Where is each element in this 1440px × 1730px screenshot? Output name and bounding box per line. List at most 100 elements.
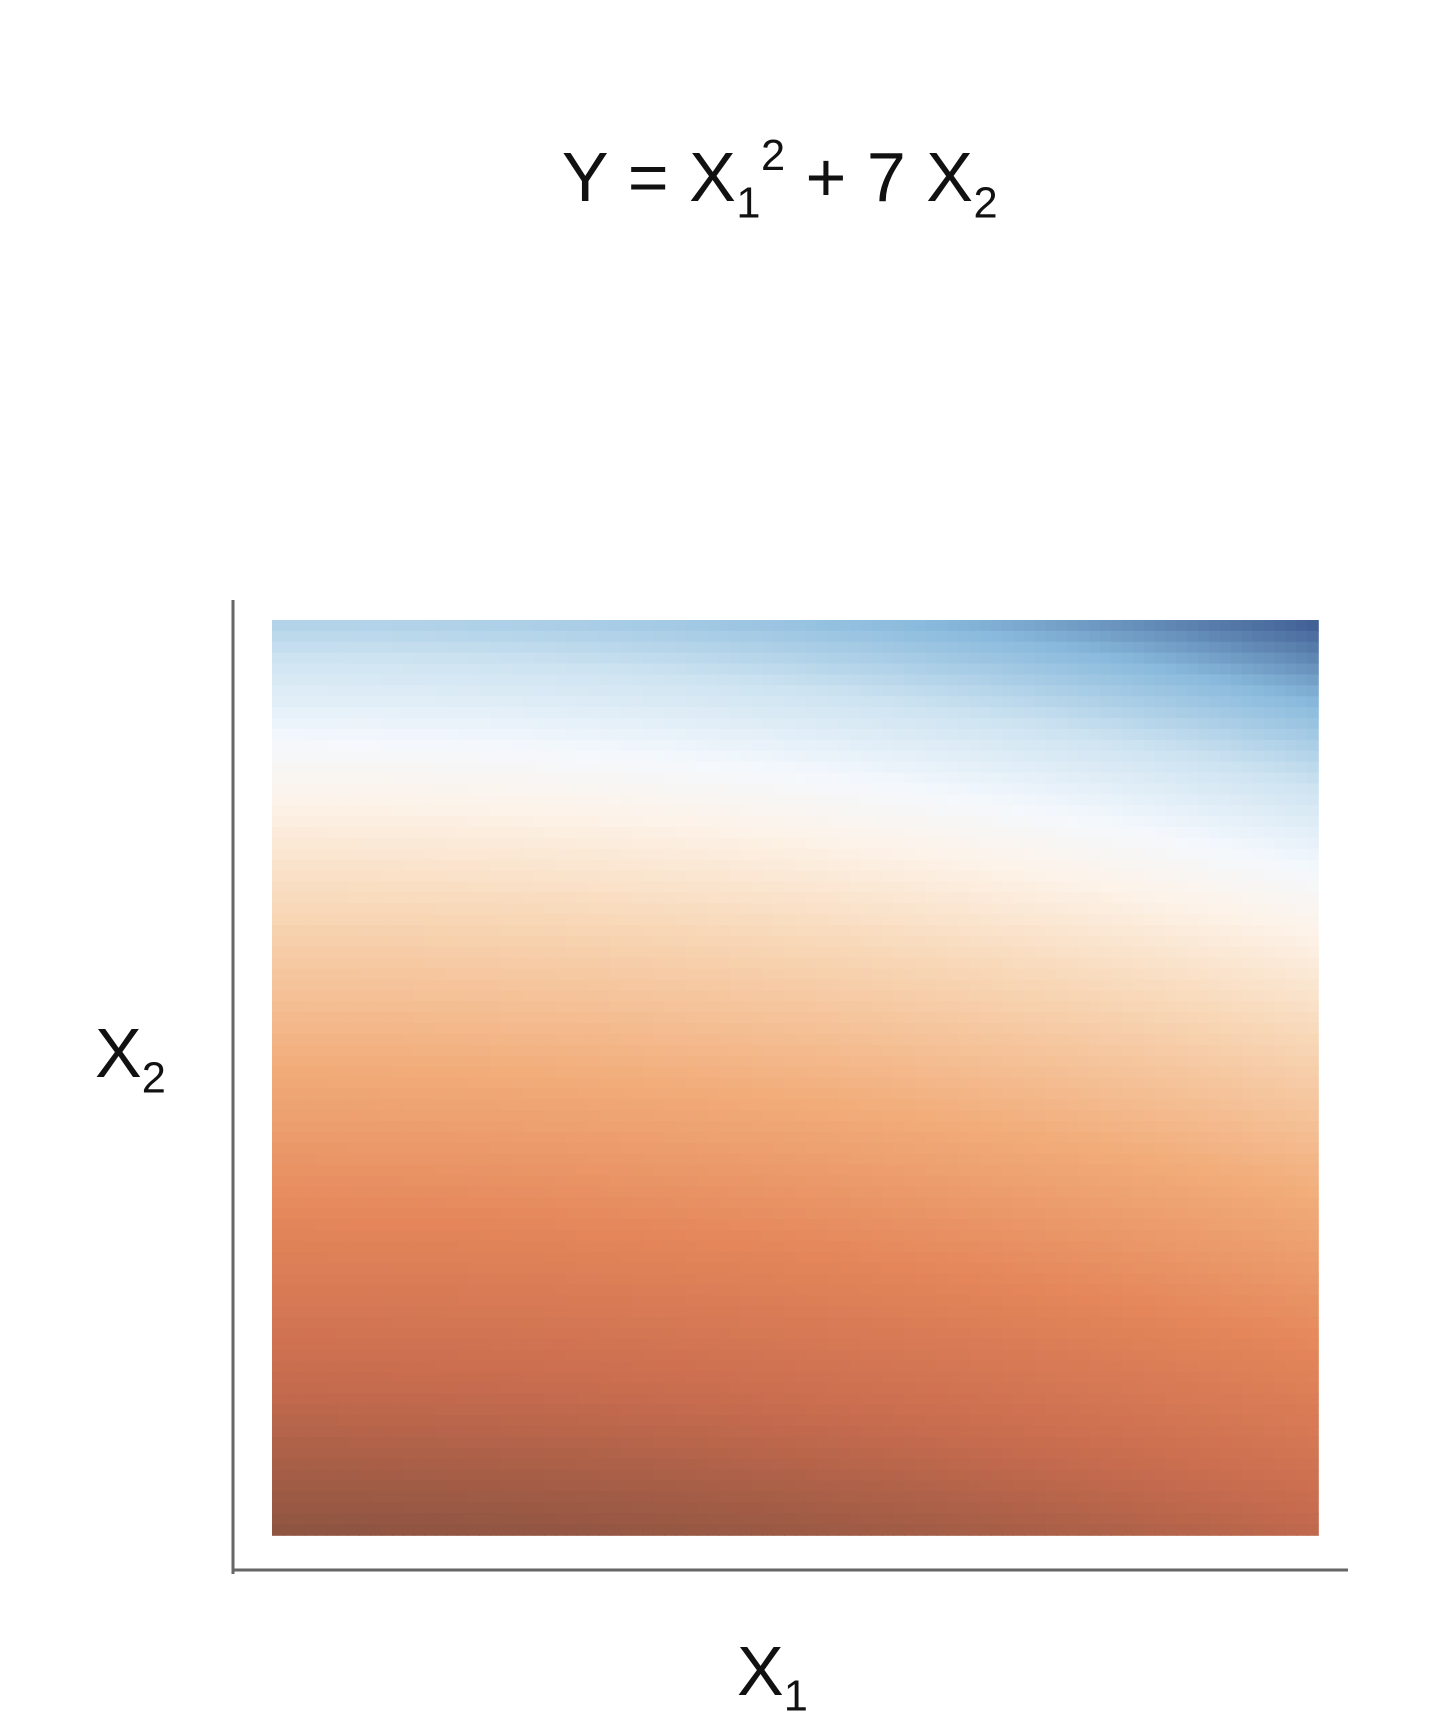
heatmap-cell <box>893 674 905 687</box>
heatmap-cell <box>936 663 949 676</box>
heatmap-cell <box>489 739 502 752</box>
heatmap-cell <box>489 1055 502 1068</box>
heatmap-cell <box>359 816 371 828</box>
heatmap-cell <box>380 870 393 883</box>
heatmap-cell <box>511 1153 524 1166</box>
heatmap-cell <box>489 674 502 687</box>
heatmap-cell <box>805 805 818 817</box>
heatmap-cell <box>533 794 546 806</box>
heatmap-cell <box>1132 674 1145 687</box>
heatmap-cell <box>816 979 829 992</box>
heatmap-cell <box>587 968 600 981</box>
heatmap-cell <box>391 1153 404 1166</box>
heatmap-cell <box>1252 652 1265 665</box>
heatmap-cell <box>860 1088 873 1101</box>
heatmap-cell <box>500 728 513 741</box>
heatmap-cell <box>653 696 666 708</box>
heatmap-cell <box>1143 620 1156 632</box>
heatmap-cell <box>1296 925 1308 937</box>
heatmap-cell <box>435 925 448 937</box>
heatmap-cell <box>751 663 764 676</box>
heatmap-cell <box>544 1175 557 1188</box>
heatmap-cell <box>947 881 960 894</box>
heatmap-cell <box>1089 990 1101 1003</box>
heatmap-cell <box>380 739 393 752</box>
heatmap-cell <box>587 925 600 937</box>
heatmap-cell <box>326 1164 339 1177</box>
heatmap-cell <box>500 1023 513 1035</box>
heatmap-cell <box>577 663 589 676</box>
heatmap-cell <box>903 1012 916 1024</box>
heatmap-cell <box>1132 848 1145 861</box>
heatmap-cell <box>969 816 982 828</box>
heatmap-cell <box>631 859 644 872</box>
heatmap-cell <box>446 674 459 687</box>
heatmap-cell <box>707 1012 720 1024</box>
heatmap-cell <box>947 805 960 817</box>
heatmap-cell <box>544 968 557 981</box>
heatmap-cell <box>914 1131 927 1144</box>
heatmap-cell <box>609 718 622 730</box>
heatmap-cell <box>882 1012 894 1024</box>
heatmap-cell <box>860 1153 873 1166</box>
heatmap-cell <box>489 1131 502 1144</box>
heatmap-cell <box>1263 1077 1276 1090</box>
heatmap-cell <box>326 826 339 839</box>
heatmap-cell <box>1132 1164 1145 1177</box>
heatmap-cell <box>936 685 949 698</box>
heatmap-cell <box>1230 1164 1243 1177</box>
heatmap-cell <box>838 848 851 861</box>
heatmap-cell <box>1154 870 1167 883</box>
heatmap-cell <box>326 946 339 959</box>
heatmap-cell <box>1012 772 1025 785</box>
heatmap-cell <box>446 772 459 785</box>
heatmap-cell <box>1154 620 1167 632</box>
heatmap-cell <box>675 728 687 741</box>
heatmap-cell <box>827 870 840 883</box>
heatmap-cell <box>849 837 862 850</box>
heatmap-cell <box>402 1142 415 1155</box>
heatmap-cell <box>577 903 589 915</box>
heatmap-cell <box>424 805 437 817</box>
heatmap-cell <box>784 630 796 643</box>
heatmap-cell <box>631 663 644 676</box>
heatmap-cell <box>751 1175 764 1188</box>
heatmap-cell <box>620 630 633 643</box>
heatmap-cell <box>1045 1044 1058 1057</box>
heatmap-cell <box>1241 816 1254 828</box>
heatmap-cell <box>882 826 894 839</box>
heatmap-cell <box>337 652 350 665</box>
heatmap-cell <box>348 1164 360 1177</box>
heatmap-cell <box>293 826 306 839</box>
heatmap-cell <box>566 1012 578 1024</box>
heatmap-cell <box>936 794 949 806</box>
heatmap-cell <box>686 630 698 643</box>
heatmap-cell <box>1263 620 1276 632</box>
heatmap-cell <box>533 1142 546 1155</box>
heatmap-cell <box>707 1110 720 1122</box>
heatmap-cell <box>1198 685 1210 698</box>
heatmap-cell <box>849 707 862 719</box>
heatmap-cell <box>1285 1153 1298 1166</box>
heatmap-cell <box>1121 1055 1134 1068</box>
heatmap-cell <box>1296 816 1308 828</box>
heatmap-cell <box>871 739 883 752</box>
heatmap-cell <box>1078 620 1090 632</box>
heatmap-cell <box>718 914 731 926</box>
heatmap-cell <box>642 674 655 687</box>
heatmap-cell <box>805 1055 818 1068</box>
heatmap-cell <box>729 718 742 730</box>
heatmap-cell <box>947 652 960 665</box>
heatmap-cell <box>1089 935 1101 948</box>
heatmap-cell <box>893 1077 905 1090</box>
heatmap-cell <box>370 1131 382 1144</box>
heatmap-cell <box>391 707 404 719</box>
heatmap-cell <box>827 1066 840 1079</box>
heatmap-cell <box>1121 641 1134 654</box>
heatmap-cell <box>1078 794 1090 806</box>
heatmap-cell <box>1274 903 1287 915</box>
heatmap-cell <box>1154 1164 1167 1177</box>
heatmap-cell <box>577 848 589 861</box>
heatmap-cell <box>849 990 862 1003</box>
heatmap-cell <box>1056 1044 1069 1057</box>
